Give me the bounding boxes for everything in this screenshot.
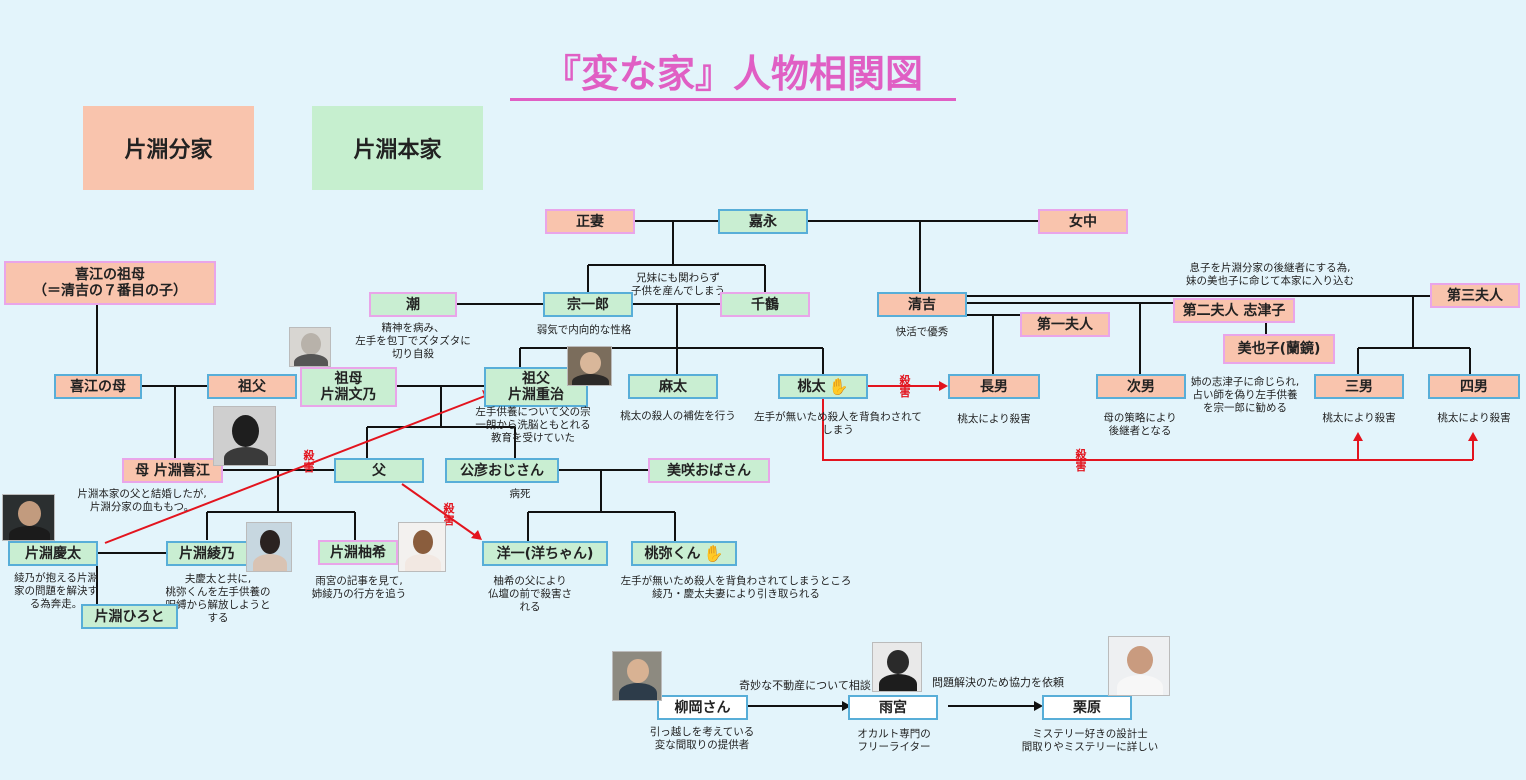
node-jinan: 次男 <box>1096 374 1186 399</box>
node-chichi: 父 <box>334 458 424 483</box>
black-hand-icon: ✋ <box>828 376 849 396</box>
portrait-photo-fumino <box>289 327 331 367</box>
portrait-photo-yuzuki <box>398 522 446 572</box>
note-chonan: 桃太により殺害 <box>957 413 1031 425</box>
note-kyodai: 兄妹にも関わらず 子供を産んでしまう <box>631 272 725 297</box>
node-yoichi: 洋一(洋ちゃん) <box>482 541 608 566</box>
note-kie: 片淵本家の父と結婚したが, 片淵分家の血ももつ。 <box>77 488 207 513</box>
note-seikichi: 快活で優秀 <box>895 326 949 338</box>
node-daini-fujin: 第二夫人 志津子 <box>1173 298 1295 323</box>
node-daiichi-fujin: 第一夫人 <box>1020 312 1110 337</box>
note-soudan: 奇妙な不動産について相談 <box>739 679 871 692</box>
node-momota: 桃太✋ <box>778 374 868 399</box>
node-yonnan: 四男 <box>1428 374 1520 399</box>
node-miyako: 美也子(蘭鏡) <box>1223 334 1335 364</box>
note-amamiya: オカルト専門の フリーライター <box>857 728 931 753</box>
node-sannan: 三男 <box>1314 374 1404 399</box>
portrait-photo-shigeharu <box>567 346 612 386</box>
node-misaki: 美咲おばさん <box>648 458 770 483</box>
node-haha-kie: 母 片淵喜江 <box>122 458 223 483</box>
portrait-photo-amamiya <box>872 642 922 692</box>
note-asata: 桃太の殺人の補佐を行う <box>620 410 736 422</box>
kill-label-chonan: 殺 害 <box>899 374 911 399</box>
note-miyako: 姉の志津子に命じられ, 占い師を偽り左手供養 を宗一郎に勧める <box>1190 376 1300 414</box>
node-asata: 麻太 <box>628 374 718 399</box>
kill-label-yoichi: 殺 害 <box>443 502 455 527</box>
note-yuzuki: 雨宮の記事を見て, 姉綾乃の行方を追う <box>311 575 407 600</box>
node-hiroto: 片淵ひろと <box>81 604 178 629</box>
node-amamiya: 雨宮 <box>848 695 938 720</box>
node-yuzuki: 片淵柚希 <box>318 540 398 565</box>
portrait-photo-kurihara <box>1108 636 1170 696</box>
node-chizuru: 千鶴 <box>720 292 810 317</box>
node-momoya: 桃弥くん✋ <box>631 541 737 566</box>
note-yonnan: 桃太により殺害 <box>1437 412 1511 424</box>
note-nikko: 息子を片淵分家の後継者にする為, 妹の美也子に命じて本家に入り込む <box>1186 262 1354 287</box>
note-kimihiko: 病死 <box>509 488 531 500</box>
note-ayano: 夫慶太と共に, 桃弥くんを左手供養の 呪縛から解放しようと する <box>165 573 271 624</box>
node-kie-sobo: 喜江の祖母 （＝清吉の７番目の子） <box>4 261 216 305</box>
node-jochu: 女中 <box>1038 209 1128 234</box>
node-yanaoka: 柳岡さん <box>657 695 748 720</box>
node-sofu: 祖父 <box>207 374 297 399</box>
note-yanaoka: 引っ越しを考えている 変な間取りの提供者 <box>649 726 755 751</box>
node-ayano: 片淵綾乃 <box>166 541 248 566</box>
node-seisai: 正妻 <box>545 209 635 234</box>
node-seikichi: 清吉 <box>877 292 967 317</box>
node-kaei: 嘉永 <box>718 209 808 234</box>
note-sannan: 桃太により殺害 <box>1322 412 1396 424</box>
portrait-photo-kie <box>213 406 276 466</box>
note-momoya: 左手が無いため殺人を背負わされてしまうところ 綾乃・慶太夫妻により引き取られる <box>620 575 852 600</box>
note-keita: 綾乃が抱える片淵 家の問題を解決す る為奔走。 <box>14 572 98 610</box>
legend-bunke: 片淵分家 <box>83 106 254 190</box>
portrait-photo-yanaoka <box>612 651 662 701</box>
note-yoichi: 柚希の父により 仏壇の前で殺害さ れる <box>488 575 572 613</box>
node-soichiro: 宗一郎 <box>543 292 633 317</box>
note-soichiro: 弱気で内向的な性格 <box>536 324 632 336</box>
note-momota: 左手が無いため殺人を背負わされて しまう <box>754 411 922 436</box>
portrait-photo-ayano <box>246 522 292 572</box>
node-sobo-fumino: 祖母 片淵文乃 <box>300 367 397 407</box>
note-ushio: 精神を病み、 左手を包丁でズタズタに 切り自殺 <box>355 322 471 360</box>
legend-honke: 片淵本家 <box>312 106 483 190</box>
kill-label-sannan-yonnan: 殺 害 <box>1075 448 1087 473</box>
note-kurihara: ミステリー好きの設計士 間取りやミステリーに詳しい <box>1021 728 1159 753</box>
portrait-photo-keita <box>2 494 55 541</box>
black-hand-icon: ✋ <box>703 543 724 563</box>
page-title: 『変な家』人物相関図 <box>510 52 956 101</box>
node-keita: 片淵慶太 <box>8 541 98 566</box>
note-irai: 問題解決のため協力を依頼 <box>932 676 1064 689</box>
node-ushio: 潮 <box>369 292 457 317</box>
node-chonan: 長男 <box>948 374 1040 399</box>
note-shigeharu: 左手供養について父の宗 一朗から洗脳ともとれる 教育を受けていた <box>475 406 591 444</box>
kill-label-keita: 殺 害 <box>303 449 315 474</box>
node-kurihara: 栗原 <box>1042 695 1132 720</box>
note-jinan: 母の策略により 後継者となる <box>1103 412 1177 437</box>
node-kie-haha: 喜江の母 <box>54 374 142 399</box>
node-kimihiko: 公彦おじさん <box>445 458 559 483</box>
node-daisan-fujin: 第三夫人 <box>1430 283 1520 308</box>
